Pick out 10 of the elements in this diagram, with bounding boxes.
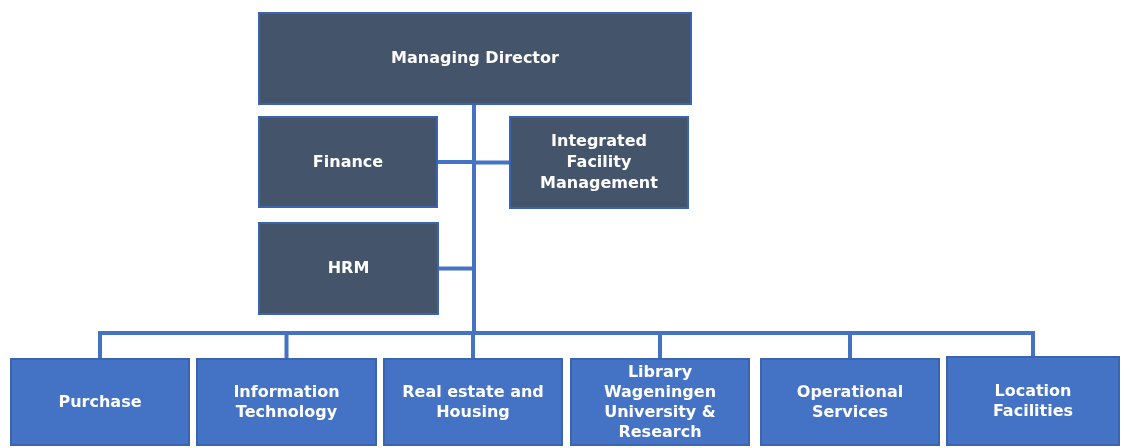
org-unit-box: Operational Services xyxy=(760,358,940,446)
org-unit-box: Information Technology xyxy=(196,358,377,446)
org-unit-box: Real estate and Housing xyxy=(383,358,563,446)
org-unit-box: Purchase xyxy=(10,358,190,446)
org-unit-box: Library Wageningen University & Research xyxy=(570,358,750,446)
org-unit-box: Location Facilities xyxy=(946,356,1120,446)
org-unit-box: Managing Director xyxy=(258,12,692,105)
org-unit-box: Finance xyxy=(258,116,438,208)
org-unit-box: HRM xyxy=(258,222,439,315)
org-unit-box: Integrated Facility Management xyxy=(509,116,689,209)
